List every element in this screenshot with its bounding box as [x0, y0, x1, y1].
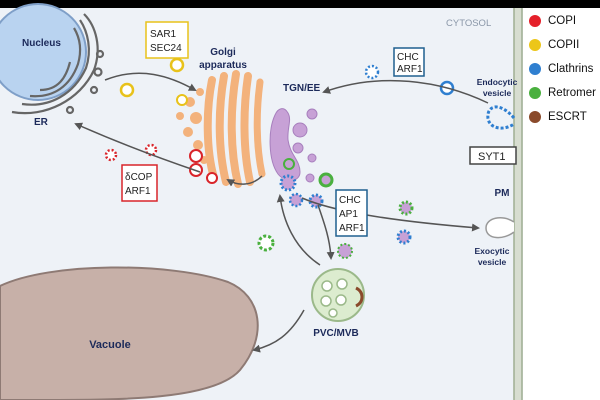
box-chc-arf1-top: CHC ARF1: [393, 47, 425, 77]
label-tgn: TGN/EE: [283, 83, 321, 94]
label-exocytic-line2: vesicle: [478, 257, 507, 267]
box-chc-line1: CHC: [339, 195, 361, 206]
legend-label: Retromer: [548, 87, 596, 99]
tgn-vesicles: [279, 158, 304, 208]
label-endocytic-line2: vesicle: [483, 88, 512, 98]
box-syt1: SYT1: [469, 146, 517, 165]
endoplasmic-reticulum: [11, 13, 105, 115]
box-chc-ap1-arf1: CHC AP1 ARF1: [335, 189, 368, 237]
legend-label: COPI: [548, 15, 577, 27]
label-nucleus: Nucleus: [22, 38, 61, 49]
legend-item-copi: COPI: [529, 12, 576, 30]
copi-dot-icon: [529, 15, 541, 27]
box-ap1-line2: AP1: [339, 209, 358, 220]
box-dcop-line1: δCOP: [125, 172, 153, 183]
legend-label: Clathrins: [548, 63, 594, 75]
box-sec24-line2: SEC24: [150, 43, 182, 54]
legend-item-copii: COPII: [529, 36, 579, 54]
box-sar1-sec24: SAR1 SEC24: [145, 21, 189, 59]
retromer-dot-icon: [529, 87, 541, 99]
exocytic-vesicle: [485, 216, 515, 239]
legend-label: COPII: [548, 39, 580, 51]
vacuole: [0, 266, 259, 400]
legend-item-clathrins: Clathrins: [529, 60, 593, 78]
label-exocytic-line1: Exocytic: [475, 246, 510, 256]
golgi-vesicles: [176, 94, 218, 184]
box-dcop-arf1: δCOP ARF1: [121, 164, 158, 202]
label-pvc-mvb: PVC/MVB: [313, 328, 359, 339]
box-arf1-line2: ARF1: [397, 64, 423, 75]
label-golgi-line2: apparatus: [199, 60, 247, 71]
label-cytosol: CYTOSOL: [446, 18, 491, 29]
clathrin-dot-icon: [529, 63, 541, 75]
box-arf1-line2: ARF1: [125, 186, 151, 197]
box-chc-line1: CHC: [397, 52, 419, 63]
label-pm: PM: [495, 188, 510, 199]
plasma-membrane: [513, 8, 523, 400]
label-vacuole: Vacuole: [89, 339, 131, 351]
trafficking-diagram: SAR1 SEC24 CHC ARF1 δCOP ARF1 CHC AP1 AR…: [0, 3, 523, 400]
legend: COPI COPII Clathrins Retromer ESCRT: [523, 8, 600, 400]
legend-item-retromer: Retromer: [529, 84, 596, 102]
box-sar1-line1: SAR1: [150, 29, 177, 40]
escrt-dot-icon: [529, 111, 541, 123]
box-arf1-line3: ARF1: [339, 223, 365, 234]
pvc-mvb: [311, 268, 365, 322]
endocytic-vesicle: [486, 105, 516, 130]
label-er: ER: [34, 117, 49, 128]
legend-item-escrt: ESCRT: [529, 108, 587, 126]
legend-label: ESCRT: [548, 111, 587, 123]
golgi-apparatus: [176, 70, 266, 188]
copii-dot-icon: [529, 39, 541, 51]
label-endocytic-line1: Endocytic: [477, 77, 518, 87]
box-syt1-text: SYT1: [478, 151, 506, 163]
label-golgi-line1: Golgi: [210, 47, 236, 58]
trafficking-arrows: [74, 72, 489, 353]
